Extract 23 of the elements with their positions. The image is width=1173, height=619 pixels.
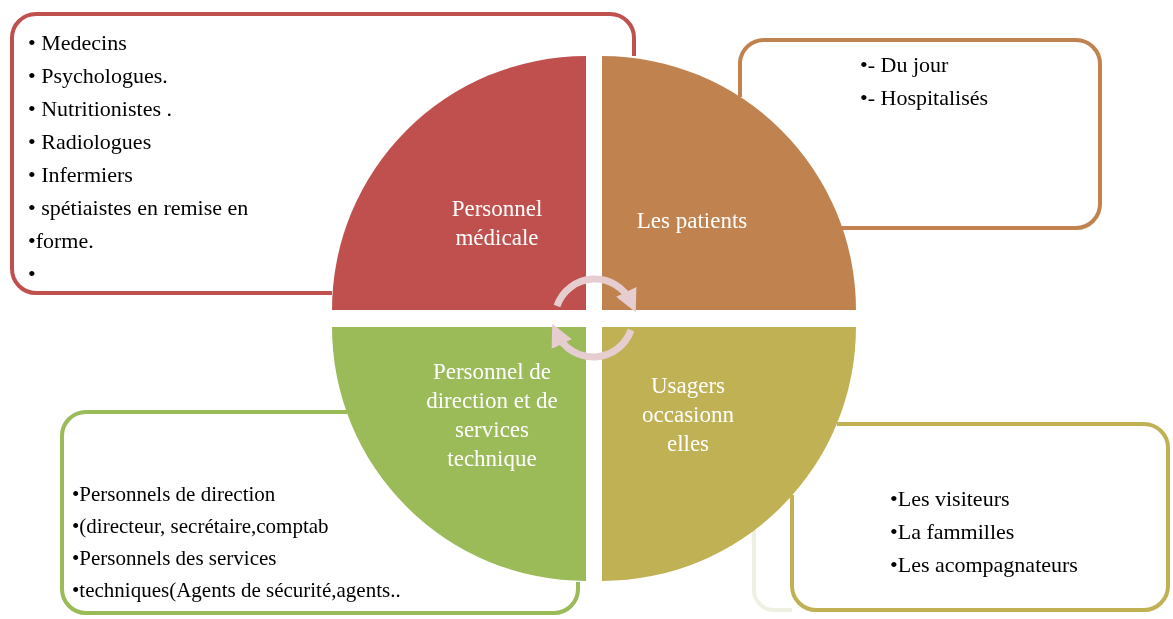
cycle-arrow: [551, 324, 635, 361]
quadrant-label: Les patients: [635, 207, 749, 235]
list-item: • spétiaistes en remise en: [28, 194, 249, 222]
list-item: •: [28, 260, 36, 288]
list-item: •- Du jour: [860, 51, 949, 79]
list-item: •forme.: [28, 227, 94, 255]
quadrant-label: Personnel médicale: [450, 195, 544, 252]
list-item: • Nutritionistes .: [28, 95, 172, 123]
list-item: • Medecins: [28, 29, 127, 57]
list-item: • Radiologues: [28, 128, 152, 156]
list-item: •(directeur, secrétaire,comptab: [72, 513, 329, 540]
list-item: •Personnels de direction: [72, 481, 276, 508]
list-item: •- Hospitalisés: [860, 84, 989, 112]
list-item: •Les visiteurs: [890, 485, 1010, 513]
list-item: • Psychologues.: [28, 62, 168, 90]
list-item: • Infermiers: [28, 161, 133, 189]
quadrant-label: Usagers occasionn elles: [641, 372, 735, 458]
list-item: •Personnels des services: [72, 545, 277, 572]
list-item: •Les acompagnateurs: [890, 551, 1078, 579]
list-item: •techniques(Agents de sécurité,agents..: [72, 577, 401, 604]
list-item: •La fammilles: [890, 518, 1015, 546]
quadrant-label: Personnel de direction et de services technique: [425, 358, 559, 473]
cycle-arrow: [553, 275, 637, 312]
